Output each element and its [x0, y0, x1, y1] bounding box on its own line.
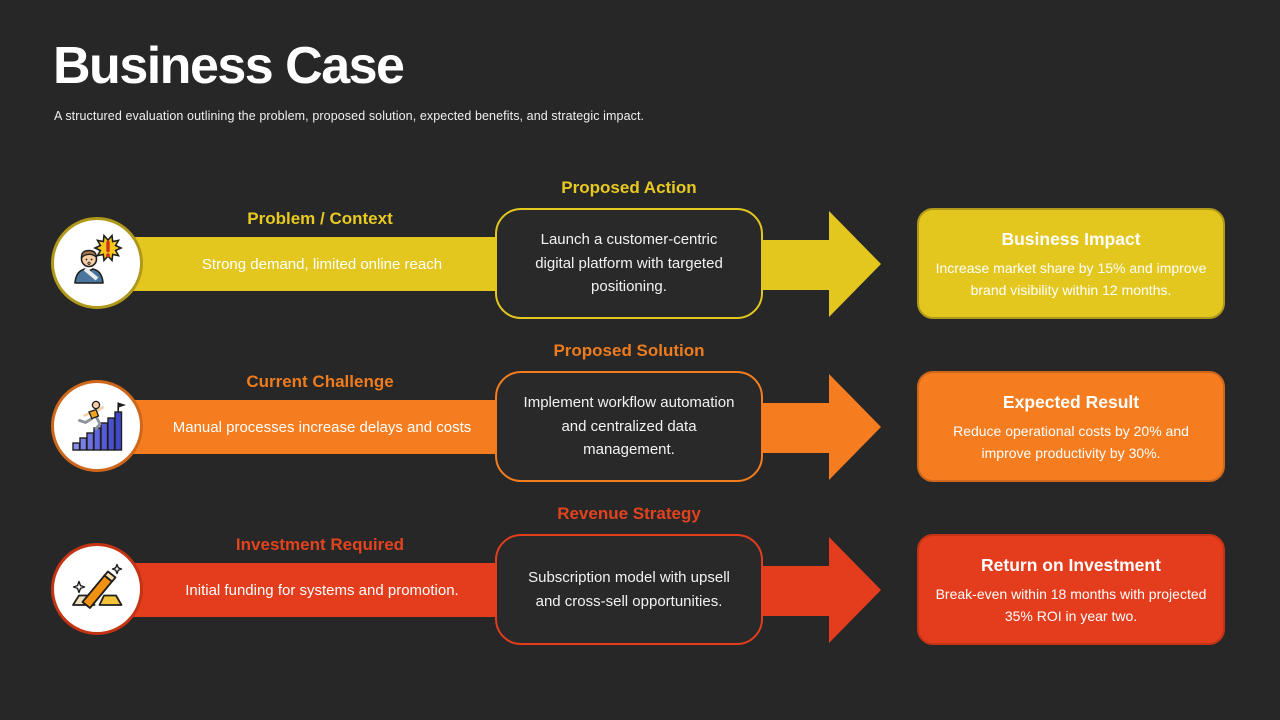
- impact-box-title: Return on Investment: [981, 555, 1161, 575]
- row-icon-badge: [51, 380, 143, 472]
- row-left-title: Investment Required: [235, 535, 405, 554]
- impact-box: Business Impact Increase market share by…: [917, 208, 1225, 319]
- business-case-row-investment: Initial funding for systems and promotio…: [0, 504, 1280, 645]
- impact-box: Expected Result Reduce operational costs…: [917, 371, 1225, 482]
- row-center-title: Proposed Solution: [553, 341, 705, 360]
- row-center-title: Revenue Strategy: [557, 504, 701, 523]
- solution-box: Subscription model with upsell and cross…: [495, 534, 763, 645]
- business-case-row-challenge: Manual processes increase delays and cos…: [0, 341, 1280, 482]
- row-icon-badge: [51, 543, 143, 635]
- row-left-title: Current Challenge: [246, 372, 394, 391]
- business-case-row-problem: Strong demand, limited online reach Prob…: [0, 178, 1280, 319]
- slide-header: Business Case A structured evaluation ou…: [53, 37, 953, 124]
- impact-box-text: Break-even within 18 months with project…: [935, 586, 1207, 625]
- solution-box-text: Launch a customer-centric digital platfo…: [535, 231, 723, 296]
- impact-box: Return on Investment Break-even within 1…: [917, 534, 1225, 645]
- person-alert-icon: [74, 233, 123, 284]
- gold-bars-icon: [72, 563, 123, 609]
- solution-box: Launch a customer-centric digital platfo…: [495, 208, 763, 319]
- impact-box-text: Reduce operational costs by 20% and impr…: [953, 423, 1189, 462]
- challenge-band: Strong demand, limited online reach: [97, 237, 497, 291]
- impact-box-title: Expected Result: [1002, 392, 1140, 412]
- solution-box-text: Subscription model with upsell and cross…: [528, 569, 730, 610]
- arrow-right-icon: [763, 537, 881, 643]
- page-title: Business Case: [53, 37, 405, 95]
- growth-climb-icon: [72, 400, 126, 451]
- row-icon-badge: [51, 217, 143, 309]
- row-left-title: Problem / Context: [247, 209, 393, 228]
- page-subtitle: A structured evaluation outlining the pr…: [54, 109, 645, 124]
- solution-box: Implement workflow automation and centra…: [495, 371, 763, 482]
- challenge-band-text: Manual processes increase delays and cos…: [172, 418, 472, 436]
- impact-box-title: Business Impact: [1001, 229, 1141, 249]
- challenge-band: Initial funding for systems and promotio…: [97, 563, 497, 617]
- row-center-title: Proposed Action: [561, 178, 697, 197]
- challenge-band: Manual processes increase delays and cos…: [97, 400, 497, 454]
- challenge-band-text: Initial funding for systems and promotio…: [185, 581, 459, 599]
- solution-box-text: Implement workflow automation and centra…: [523, 394, 735, 459]
- arrow-right-icon: [763, 374, 881, 480]
- impact-box-text: Increase market share by 15% and improve…: [935, 260, 1207, 299]
- challenge-band-text: Strong demand, limited online reach: [201, 255, 443, 273]
- arrow-right-icon: [763, 211, 881, 317]
